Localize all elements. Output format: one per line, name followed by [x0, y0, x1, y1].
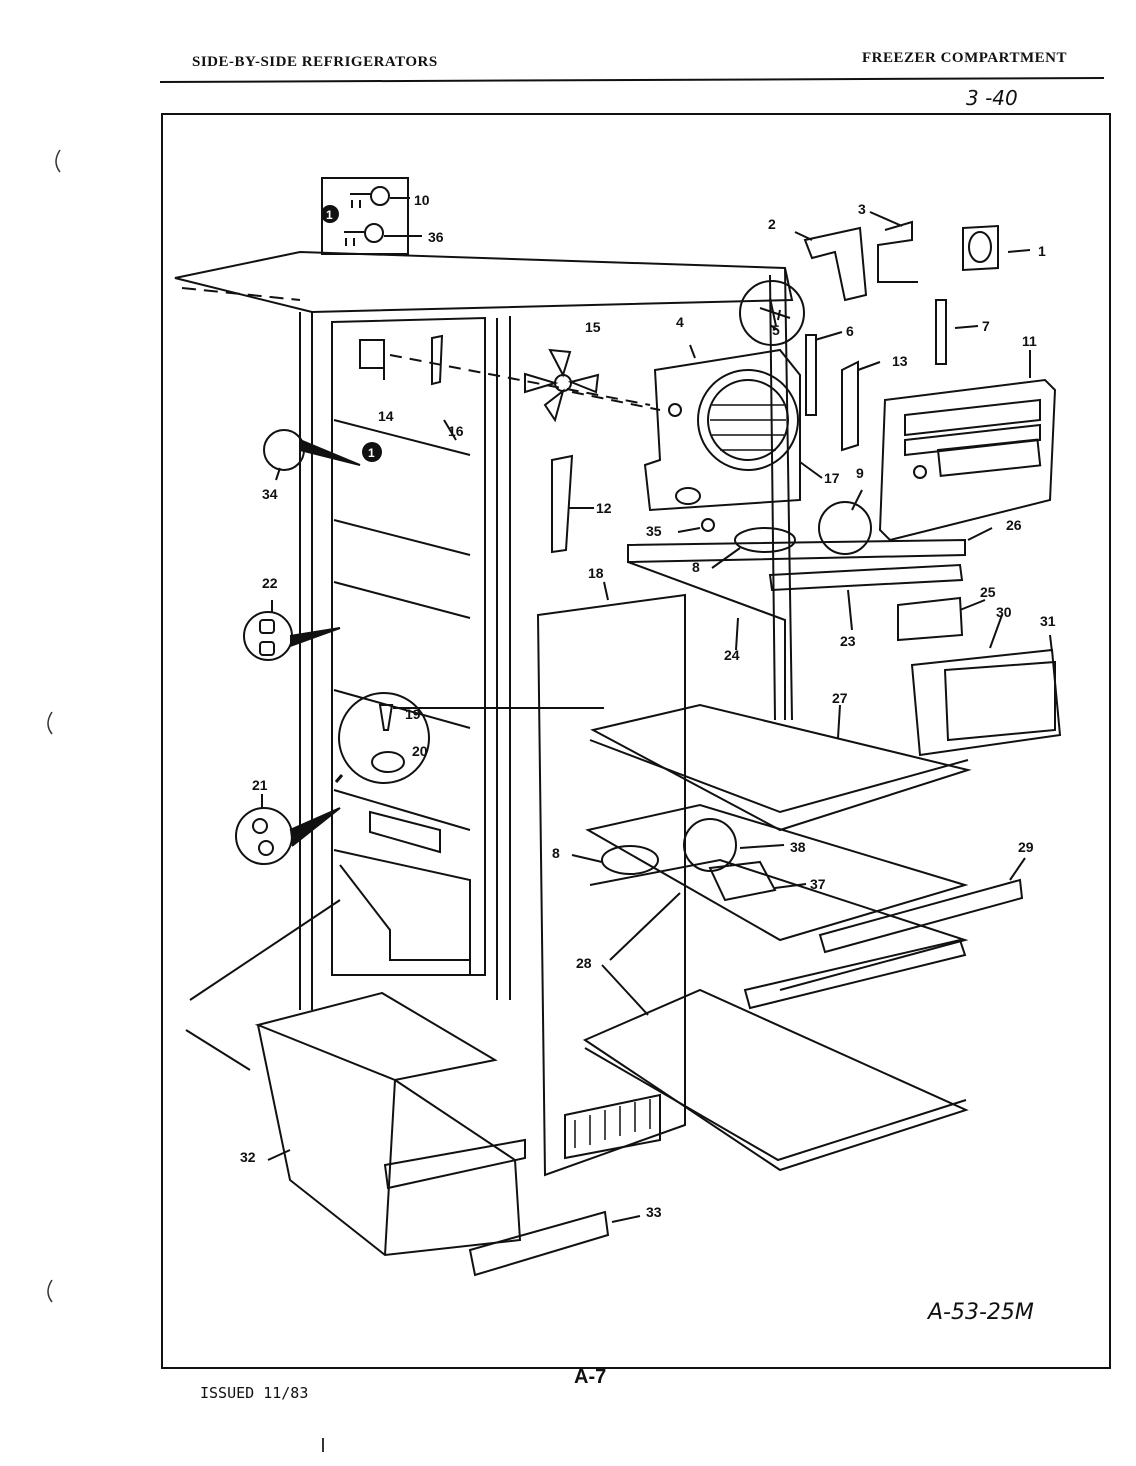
part-28-lower	[582, 988, 969, 1172]
label-26: 26	[1006, 517, 1022, 533]
label-30: 30	[996, 604, 1012, 620]
label-14: 14	[378, 408, 394, 424]
drawing-code: A-53-25M	[928, 1300, 1034, 1325]
label-4: 4	[676, 314, 684, 330]
part-29	[818, 878, 1024, 954]
label-8-upper: 8	[692, 559, 700, 575]
part-30	[910, 648, 1062, 757]
part-4	[643, 348, 801, 512]
label-36: 36	[428, 229, 444, 245]
label-5: 5	[772, 322, 780, 338]
part-33	[468, 1210, 610, 1277]
door-bar	[369, 810, 441, 854]
header-right-title: FREEZER COMPARTMENT	[862, 50, 1067, 66]
part-3	[877, 220, 918, 283]
label-10: 10	[414, 192, 430, 208]
diagram-frame	[161, 113, 1111, 1369]
label-27: 27	[832, 690, 848, 706]
label-11: 11	[1022, 333, 1037, 349]
part-17	[697, 369, 799, 471]
part-25	[897, 596, 964, 642]
label-2: 2	[768, 216, 776, 232]
label-28: 28	[576, 955, 592, 971]
part-8-lower	[601, 845, 659, 875]
door-liner	[331, 316, 486, 976]
margin-mark	[55, 149, 61, 173]
label-18: 18	[588, 565, 604, 581]
label-29: 29	[1018, 839, 1034, 855]
cabinet-top	[174, 250, 794, 314]
label-34: 34	[262, 486, 278, 502]
part-10-body	[350, 193, 372, 208]
part-7	[935, 299, 947, 365]
label-25: 25	[980, 584, 996, 600]
part-12	[551, 454, 574, 554]
label-13: 13	[892, 353, 908, 369]
margin-mark	[47, 1279, 53, 1303]
label-12: 12	[596, 500, 612, 516]
cabinet-divider	[496, 316, 511, 1000]
label-37: 37	[810, 876, 826, 892]
part-1	[962, 224, 999, 272]
label-16: 16	[448, 423, 464, 439]
label-21: 21	[252, 777, 268, 793]
part-36	[364, 223, 384, 243]
page-ref: 3 -40	[966, 86, 1018, 110]
label-6: 6	[846, 323, 854, 339]
label-24: 24	[724, 647, 740, 663]
part-35	[701, 518, 715, 532]
part-10	[370, 186, 390, 206]
part-13	[841, 360, 859, 452]
part-16	[431, 334, 444, 386]
label-31: 31	[1040, 613, 1056, 629]
header-rule	[159, 77, 1105, 83]
part-5	[739, 280, 805, 346]
callout-marker: 1 1	[321, 205, 382, 462]
margin-mark	[47, 711, 53, 735]
label-32: 32	[240, 1149, 256, 1165]
part-11	[878, 378, 1057, 542]
part-6	[805, 334, 817, 416]
part-28-upper	[585, 803, 969, 942]
part-31	[943, 660, 1056, 742]
part-32	[254, 991, 498, 1082]
part-15	[524, 348, 600, 423]
part-2	[803, 226, 868, 302]
part-37	[708, 860, 777, 902]
label-20: 20	[412, 743, 428, 759]
label-1: 1	[1038, 243, 1046, 259]
part-23	[768, 563, 964, 592]
label-8-lower: 8	[552, 845, 560, 861]
svg-text:1: 1	[368, 446, 375, 460]
cabinet-right-edge	[784, 267, 793, 721]
part-19-20-detail	[338, 692, 430, 784]
label-3: 3	[858, 201, 866, 217]
part-9	[818, 501, 872, 555]
footer-issued: ISSUED 11/83	[200, 1384, 309, 1402]
label-17: 17	[824, 470, 840, 486]
header-left-title: SIDE-BY-SIDE REFRIGERATORS	[192, 54, 438, 70]
footer-page-label: A-7	[574, 1366, 607, 1388]
label-38: 38	[790, 839, 806, 855]
part-26-shelf	[627, 538, 966, 564]
label-35: 35	[646, 523, 662, 539]
part-14	[359, 339, 385, 369]
part-8-upper	[734, 527, 796, 553]
label-33: 33	[646, 1204, 662, 1220]
part-18	[536, 593, 686, 1177]
part-38	[683, 818, 737, 872]
label-23: 23	[840, 633, 856, 649]
svg-text:1: 1	[326, 208, 333, 222]
label-15: 15	[585, 319, 601, 335]
label-19: 19	[405, 706, 421, 722]
part-27	[590, 703, 972, 832]
part-36-body	[344, 231, 366, 246]
label-22: 22	[262, 575, 278, 591]
label-9: 9	[856, 465, 864, 481]
label-7: 7	[982, 318, 990, 334]
part-labels: 1 2 3 4 5 6 7 8 8 9 10 11 12 13 14 15 16…	[240, 192, 1056, 1220]
part-34	[263, 429, 305, 471]
